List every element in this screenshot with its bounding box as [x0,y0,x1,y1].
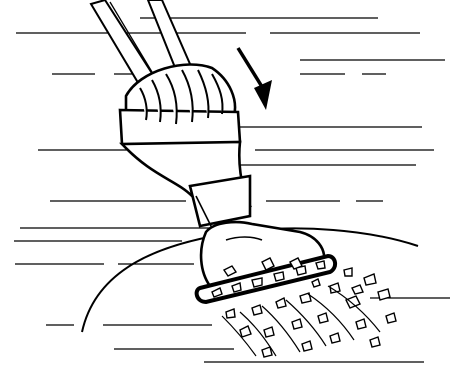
push-direction-arrow-icon [238,48,272,110]
vacuum-neck [122,142,250,228]
